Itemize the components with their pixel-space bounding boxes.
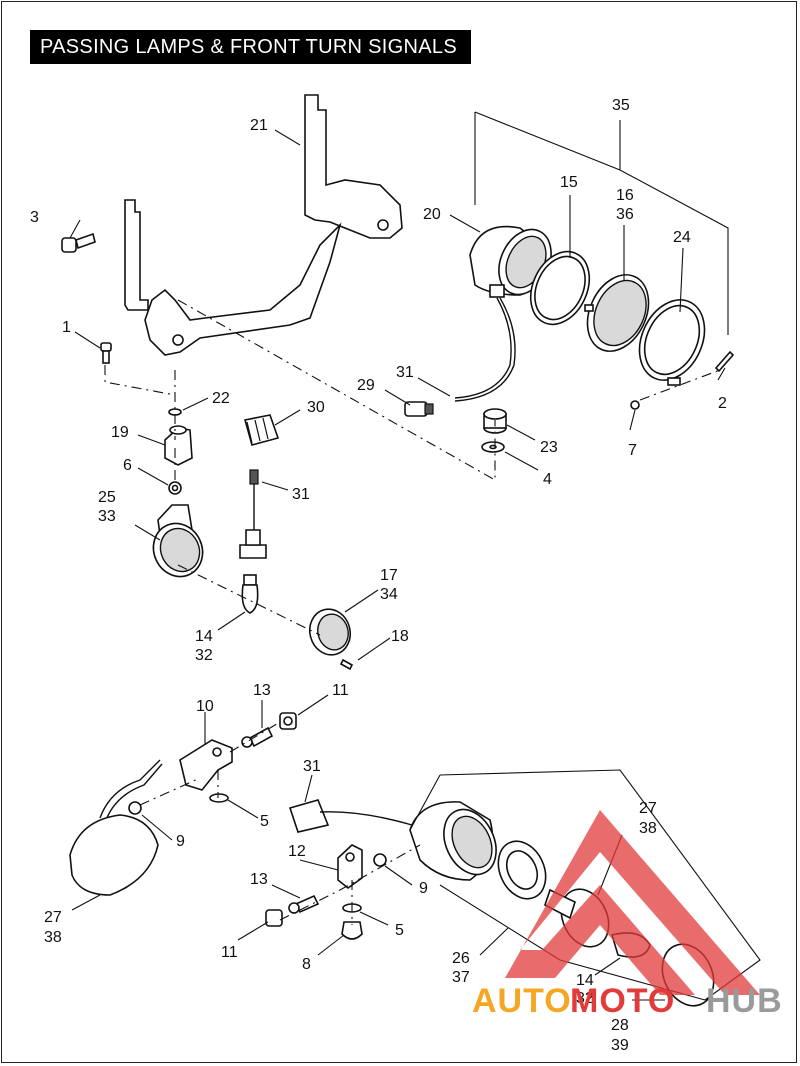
callout-10: 10 xyxy=(196,698,214,715)
callout-35: 35 xyxy=(612,97,630,114)
page-title: PASSING LAMPS & FRONT TURN SIGNALS xyxy=(30,30,471,64)
callout-33: 33 xyxy=(98,508,116,525)
callout-1: 1 xyxy=(62,319,71,336)
callout-13-upper: 13 xyxy=(253,682,271,699)
stud-13-upper xyxy=(241,726,274,748)
mounting-bracket xyxy=(124,94,403,356)
watermark-text: AUTO MOTO HUB xyxy=(472,982,783,1020)
watermark-hub: HUB xyxy=(706,982,783,1020)
bracket-12 xyxy=(337,844,363,890)
assembly-lines xyxy=(104,299,721,925)
turn-signal-bracket-10 xyxy=(179,739,233,791)
callout-8: 8 xyxy=(302,956,311,973)
callout-31-lower: 31 xyxy=(303,758,321,775)
callout-7: 7 xyxy=(628,442,637,459)
callout-5-lower: 5 xyxy=(395,922,404,939)
callout-32-upper: 32 xyxy=(195,647,213,664)
leader-lines xyxy=(69,111,761,1001)
nut-6 xyxy=(168,481,182,495)
callout-5-upper: 5 xyxy=(260,813,269,830)
callout-24: 24 xyxy=(673,229,691,246)
callout-11-upper: 11 xyxy=(332,682,349,699)
screw-3 xyxy=(61,232,96,253)
callout-29: 29 xyxy=(357,377,375,394)
callout-39: 39 xyxy=(611,1037,629,1054)
callout-31-mid: 31 xyxy=(292,486,310,503)
callout-9-right: 9 xyxy=(419,880,428,897)
callout-15: 15 xyxy=(560,174,578,191)
callout-14-upper: 14 xyxy=(195,628,213,645)
callout-12: 12 xyxy=(288,843,306,860)
stud-13-lower xyxy=(288,894,320,914)
nut-9-left xyxy=(128,801,142,815)
callout-6: 6 xyxy=(123,457,132,474)
trim-ring-24 xyxy=(638,299,706,386)
callout-19: 19 xyxy=(111,424,129,441)
callout-32-lower: 32 xyxy=(576,990,594,1007)
turn-signal-right-housing xyxy=(409,801,497,881)
washer-5-upper xyxy=(209,793,229,803)
callout-14-lower: 14 xyxy=(576,972,594,989)
screw-1 xyxy=(100,342,112,364)
callout-25: 25 xyxy=(98,489,116,506)
gasket-26 xyxy=(497,840,547,900)
socket-housing xyxy=(152,504,204,578)
callout-36: 36 xyxy=(616,206,634,223)
nut-11-upper xyxy=(279,712,297,730)
watermark-triangle-icon xyxy=(505,810,760,995)
screw-18 xyxy=(339,658,354,671)
callout-3: 3 xyxy=(30,209,39,226)
bulb-14 xyxy=(241,574,259,614)
washer-4 xyxy=(481,441,505,453)
callout-2: 2 xyxy=(718,395,727,412)
passing-lamp-housing xyxy=(469,225,552,298)
sealed-beam-bulb xyxy=(584,274,650,352)
callout-38-left: 38 xyxy=(44,929,62,946)
callout-26: 26 xyxy=(452,950,470,967)
callout-18: 18 xyxy=(391,628,409,645)
callout-21: 21 xyxy=(250,117,268,134)
callout-17: 17 xyxy=(380,567,398,584)
clamp-19 xyxy=(164,425,193,466)
connector-31-lower xyxy=(288,799,413,833)
retaining-ring-15 xyxy=(529,250,591,326)
screw-7 xyxy=(630,400,640,410)
nut-9-right xyxy=(373,853,387,867)
callout-20: 20 xyxy=(423,206,441,223)
bulb-socket xyxy=(239,469,267,559)
screw-2 xyxy=(714,350,735,373)
callout-31-upper: 31 xyxy=(396,364,414,381)
nut-11-lower xyxy=(265,909,283,927)
callout-4: 4 xyxy=(543,471,552,488)
lamp-wiring xyxy=(404,297,516,417)
callout-13-lower: 13 xyxy=(250,871,268,888)
connector-30 xyxy=(243,414,280,446)
callout-37: 37 xyxy=(452,969,470,986)
callout-16: 16 xyxy=(616,187,634,204)
watermark-auto: AUTO xyxy=(472,982,572,1020)
callout-9-left: 9 xyxy=(176,833,185,850)
callout-labels: 21 35 3 20 15 16 36 24 1 31 29 2 22 30 1… xyxy=(30,97,727,1054)
acorn-nut-8 xyxy=(341,921,363,940)
lens-cap-17 xyxy=(308,608,352,656)
turn-signal-left xyxy=(69,759,163,896)
callout-38-right: 38 xyxy=(639,820,657,837)
watermark-logo: AUTO MOTO HUB xyxy=(472,810,783,1020)
callout-22: 22 xyxy=(212,390,230,407)
callout-28: 28 xyxy=(611,1017,629,1034)
callout-27-left: 27 xyxy=(44,909,62,926)
callout-27-right: 27 xyxy=(639,800,657,817)
callout-34: 34 xyxy=(380,586,398,603)
callout-30: 30 xyxy=(307,399,325,416)
callout-23: 23 xyxy=(540,439,558,456)
callout-11-lower: 11 xyxy=(221,944,238,961)
watermark-moto: MOTO xyxy=(570,982,675,1020)
